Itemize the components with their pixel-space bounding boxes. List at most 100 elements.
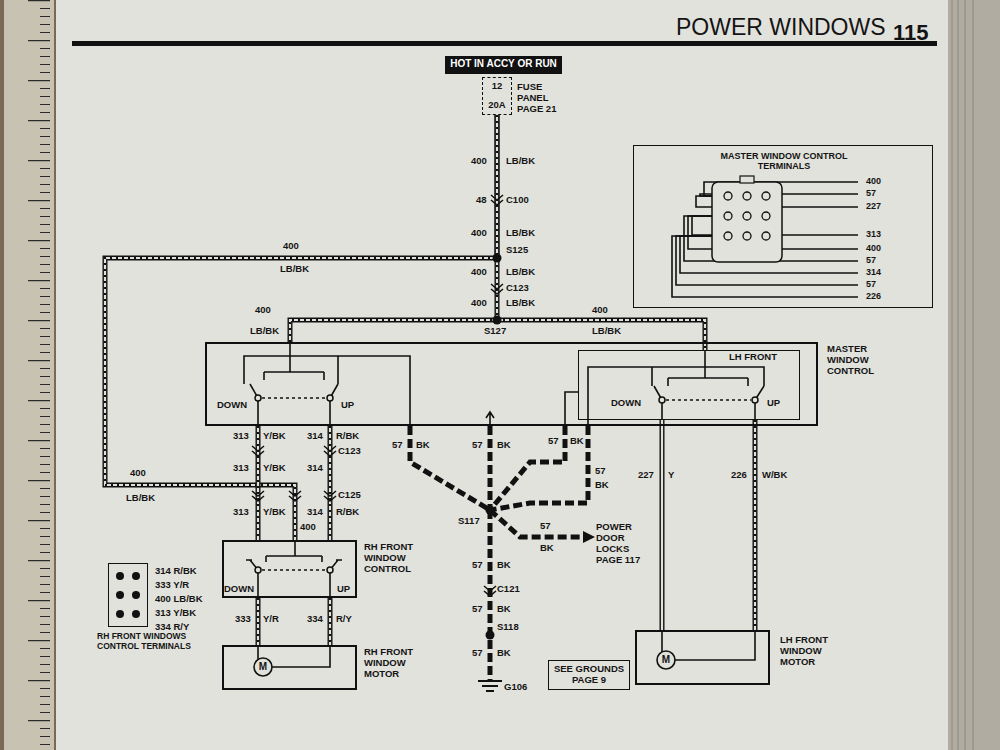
wire-label: BK bbox=[570, 436, 584, 447]
wire-label: 57 bbox=[392, 440, 403, 451]
wire-label: BK bbox=[497, 560, 511, 571]
wire-label: Y/BK bbox=[263, 507, 286, 518]
switch-label: UP bbox=[341, 400, 354, 411]
connector-body bbox=[724, 192, 732, 200]
switch-symbol bbox=[262, 569, 326, 570]
connector-body bbox=[724, 232, 732, 240]
wire-label: Y/R bbox=[263, 614, 279, 625]
wire-connector bbox=[328, 426, 333, 540]
connector-mark bbox=[324, 446, 336, 456]
wire-connector bbox=[257, 598, 259, 645]
switch-symbol bbox=[255, 395, 261, 401]
switch-symbol bbox=[244, 342, 578, 426]
terminal-label: 57 bbox=[866, 255, 876, 265]
reference-box: SEE GROUNDS PAGE 9 bbox=[548, 660, 630, 690]
wire-connector bbox=[754, 420, 756, 630]
splice-dot bbox=[493, 254, 502, 263]
terminal-label: 400 LB/BK bbox=[155, 594, 203, 605]
wire-label: G106 bbox=[504, 682, 527, 693]
wire-connector bbox=[257, 598, 259, 645]
wire-label: 314 bbox=[307, 463, 323, 474]
wire-connector bbox=[660, 420, 665, 630]
wire-label: S127 bbox=[484, 326, 506, 337]
connector-mark bbox=[289, 491, 301, 501]
switch-symbol bbox=[262, 397, 326, 398]
wire-connector bbox=[256, 598, 261, 645]
wire-connector bbox=[105, 115, 497, 540]
wire-connector bbox=[755, 420, 756, 630]
wire-connector bbox=[330, 598, 331, 645]
terminal-label: 57 bbox=[866, 188, 876, 198]
wire-label: LB/BK bbox=[506, 267, 535, 278]
connector-body bbox=[712, 182, 782, 262]
switch-symbol bbox=[250, 384, 338, 398]
terminal-pins bbox=[116, 572, 124, 580]
terminal-pins bbox=[132, 572, 140, 580]
switch-symbol bbox=[244, 356, 410, 426]
section-name: LH FRONT bbox=[729, 352, 777, 363]
motor-symbol bbox=[258, 645, 330, 667]
connector-body bbox=[743, 232, 751, 240]
wire-label: R/BK bbox=[336, 431, 359, 442]
ruler-ticks bbox=[4, 0, 54, 750]
wire-connector bbox=[328, 598, 333, 645]
wire-label: C123 bbox=[338, 446, 361, 457]
connector-body bbox=[712, 176, 782, 262]
wire-label: 57 bbox=[472, 604, 483, 615]
wire-label: 226 bbox=[731, 470, 747, 481]
wire-label: S117 bbox=[458, 516, 480, 527]
wire-label: 400 bbox=[471, 156, 487, 167]
wire-label: 400 bbox=[471, 298, 487, 309]
terminal-label: 314 bbox=[866, 267, 881, 277]
ruler-ticks bbox=[4, 0, 54, 750]
wire-connector bbox=[290, 115, 497, 342]
connector-mark bbox=[491, 195, 503, 205]
tracer-wire bbox=[497, 320, 705, 350]
wire-connector bbox=[290, 115, 497, 342]
wire-label: C121 bbox=[497, 584, 520, 595]
connector-body bbox=[724, 212, 732, 220]
connector-body bbox=[743, 212, 751, 220]
wire-connector bbox=[329, 598, 331, 645]
header-rule bbox=[72, 41, 937, 46]
wire-label: 333 bbox=[235, 614, 251, 625]
fuse-number: 12 bbox=[484, 81, 510, 92]
splice-dot bbox=[486, 506, 495, 515]
book-page bbox=[56, 0, 948, 750]
wire-label: 227 bbox=[638, 470, 654, 481]
terminal-label: 313 bbox=[866, 229, 881, 239]
wire-label: Y/BK bbox=[263, 431, 286, 442]
wire-label: Y/BK bbox=[263, 463, 286, 474]
terminal-label: 313 Y/BK bbox=[155, 608, 196, 619]
page-title: POWER WINDOWS bbox=[676, 14, 886, 40]
component-name: RH FRONT WINDOW CONTROL bbox=[364, 542, 436, 575]
wire-label: LB/BK bbox=[592, 326, 621, 337]
switch-symbol bbox=[258, 573, 330, 598]
switch-symbol bbox=[255, 567, 261, 573]
switch-symbol bbox=[565, 392, 578, 426]
page-edges bbox=[952, 0, 973, 750]
wire-label: R/BK bbox=[336, 507, 359, 518]
wire-label: BK bbox=[497, 604, 511, 615]
wire-connector bbox=[662, 420, 663, 630]
wire-label: 400 bbox=[471, 267, 487, 278]
wire-label: BK bbox=[497, 648, 511, 659]
wire-label: 57 bbox=[472, 648, 483, 659]
wire-label: 400 bbox=[471, 228, 487, 239]
wire-connector bbox=[290, 115, 497, 342]
wire-label: 314 bbox=[307, 507, 323, 518]
splice-dot bbox=[493, 316, 502, 325]
wire-connector bbox=[329, 598, 331, 645]
terminal-label: 57 bbox=[866, 279, 876, 289]
wire-label: BK bbox=[595, 480, 609, 491]
wire-label: 313 bbox=[233, 507, 249, 518]
component-name: RH FRONT WINDOW MOTOR bbox=[364, 647, 436, 680]
ground-wire bbox=[488, 426, 493, 510]
fuse-heading: FUSE PANEL PAGE 21 bbox=[517, 82, 565, 115]
connector-body bbox=[762, 212, 770, 220]
tracer-wire bbox=[497, 320, 705, 350]
switch-symbol bbox=[327, 395, 333, 401]
connector-body bbox=[743, 192, 751, 200]
